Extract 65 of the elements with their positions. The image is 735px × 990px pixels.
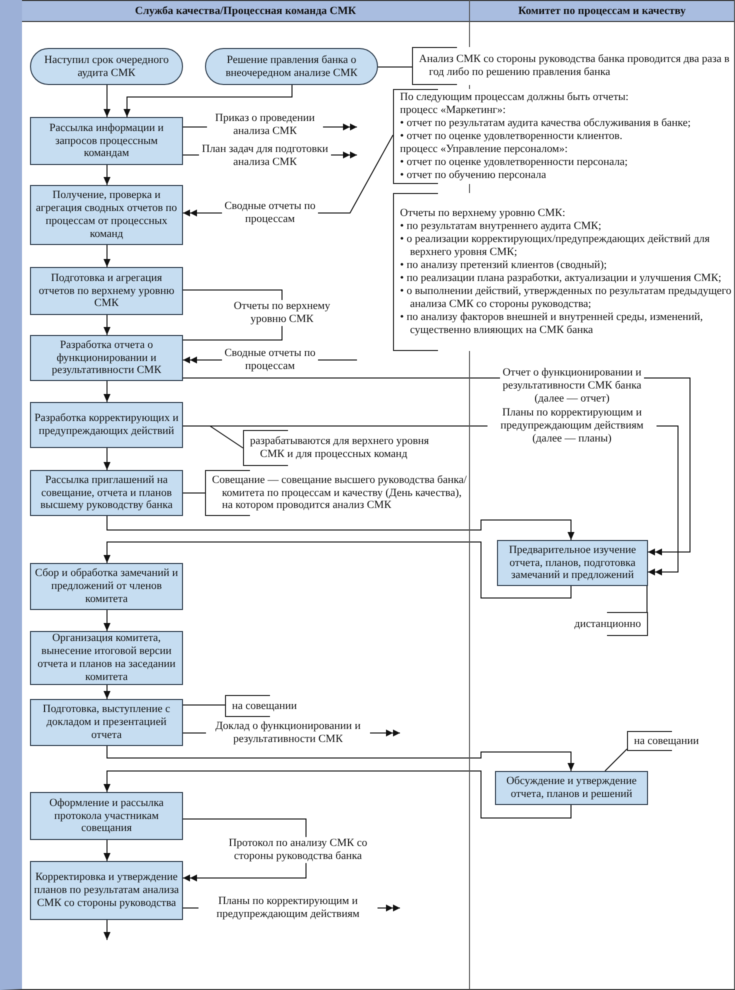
event-pill: Наступил срок очередного аудита СМК: [30, 48, 183, 85]
process-box: Получение, проверка и агрегация сводных отчетов по процессам от процессных команд: [30, 185, 183, 245]
note-text: • о выполнении действий, утвержденных по результатам предыдущего анализа СМК со стороны руководства;: [400, 284, 732, 311]
connector-line: [182, 492, 206, 494]
arrow: [104, 448, 110, 470]
connector-line: [378, 66, 412, 68]
note-text: на совещании: [634, 734, 700, 748]
note-text: разрабатываются для верхнего уровня СМК и для процессных команд: [250, 435, 430, 461]
process-box: Рассылка приглашений на совещание, отчета и планов высшему руководству банка: [30, 470, 183, 516]
edge-label: Отчет о функционировании и результативности СМК банка (далее — отчет): [500, 366, 644, 406]
note-text: на совещании: [232, 700, 298, 712]
arrow: [104, 164, 110, 186]
note-text: Отчеты по верхнему уровню СМК:: [400, 207, 566, 220]
edge-label: Планы по корректирующим и предупреждающим действиям: [198, 895, 378, 921]
process-box: Разработка корректирующих и предупреждающих действий: [30, 402, 183, 448]
note-text: • отчет по обучению персонала: [400, 168, 548, 182]
note-text: • отчет по оценке удовлетворенности персонала;: [400, 156, 629, 169]
event-pill: Решение правления банка о внеочередном анализе СМК: [205, 48, 378, 85]
process-box: Обсуждение и утверждение отчета, планов и решений: [495, 771, 648, 805]
note-text: процесс «Управление персоналом»:: [400, 142, 569, 156]
note-text: • отчет по результатам аудита качества обслуживания в банке;: [400, 117, 692, 130]
process-box: Сбор и обработка замечаний и предложений от членов комитета: [30, 563, 183, 610]
arrow: [104, 314, 110, 336]
arrow: [104, 840, 110, 862]
arrow: [104, 770, 572, 818]
process-box: Подготовка и агрегация отчетов по верхнему уровню СМК: [30, 267, 183, 315]
arrow: [104, 684, 110, 700]
note-text: процесс «Маркетинг»:: [400, 104, 507, 118]
note-text: • о реализации корректирующих/предупреждающих действий для верхнего уровня СМК;: [400, 233, 711, 260]
edge-label: Планы по корректирующим и предупреждающим действиям (далее — планы): [488, 406, 656, 446]
connector-line: [646, 586, 648, 612]
note-text: • по анализу претензий клиентов (сводный);: [400, 259, 608, 272]
process-box: Рассылка информации и запросов процессным командам: [30, 117, 183, 165]
note-text: Анализ СМК со стороны руководства банка проводится два раза в год либо по решению правления банка: [419, 53, 730, 79]
arrow: [104, 920, 110, 940]
process-box: Подготовка, выступление с докладом и презентацией отчета: [30, 699, 183, 746]
arrow: [106, 746, 574, 772]
process-box: Предварительное изучение отчета, планов, подготовка замечаний и предложений: [497, 540, 648, 586]
arrow: [104, 84, 110, 118]
arrow: [124, 84, 292, 118]
edge-label: Сводные отчеты по процессам: [222, 347, 318, 373]
note-text: По следующим процессам должны быть отчеты:: [400, 91, 630, 104]
connector-line: [182, 290, 282, 340]
note-text: • отчет по оценке удовлетворенности клиентов.: [400, 130, 624, 143]
note-text: • по реализации плана разработки, актуализации и улучшения СМК;: [400, 272, 722, 285]
connector-line: [182, 704, 226, 706]
note-text: • по результатам внутреннего аудита СМК;: [400, 220, 602, 234]
arrow: [104, 542, 572, 598]
edge-label: Сводные отчеты по процессам: [222, 200, 318, 226]
process-box: Разработка отчета о функционировании и результативности СМК: [30, 335, 183, 381]
connector-line: [604, 748, 628, 772]
note-text: Совещание — совещание высшего руководства банка/комитета по процессам и качеству (День качества), на котором проводится анализ СМК: [212, 474, 467, 512]
process-box: Организация комитета, вынесение итоговой версии отчета и планов на заседании комитета: [30, 631, 183, 685]
process-box: Оформление и рассылка протокола участникам совещания: [30, 792, 183, 840]
arrow: [104, 610, 110, 632]
lane-header: Комитет по процессам и качеству: [470, 0, 734, 22]
process-box: Корректировка и утверждение планов по результатам анализа СМК со стороны руководства: [30, 861, 183, 920]
arrow: [106, 516, 574, 540]
note-text: дистанционно: [573, 618, 641, 630]
lane-header: Служба качества/Процессная команда СМК: [22, 0, 469, 22]
edge-label: Доклад о функционировании и результативности СМК: [206, 720, 370, 746]
arrow: [104, 380, 110, 402]
note-text: • по анализу факторов внешней и внутренней среды, изменений, существенно влияющих на СМК банка: [400, 310, 704, 337]
arrow: [104, 244, 110, 268]
connector-line: [210, 426, 244, 448]
